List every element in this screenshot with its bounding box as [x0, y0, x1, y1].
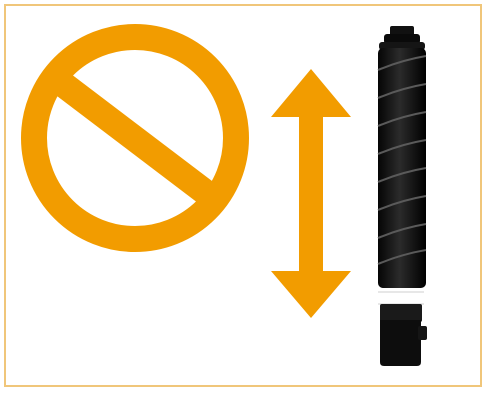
prohibition-icon [34, 37, 236, 239]
up-down-arrow-icon [271, 69, 351, 318]
toner-cartridge-icon [378, 26, 427, 366]
